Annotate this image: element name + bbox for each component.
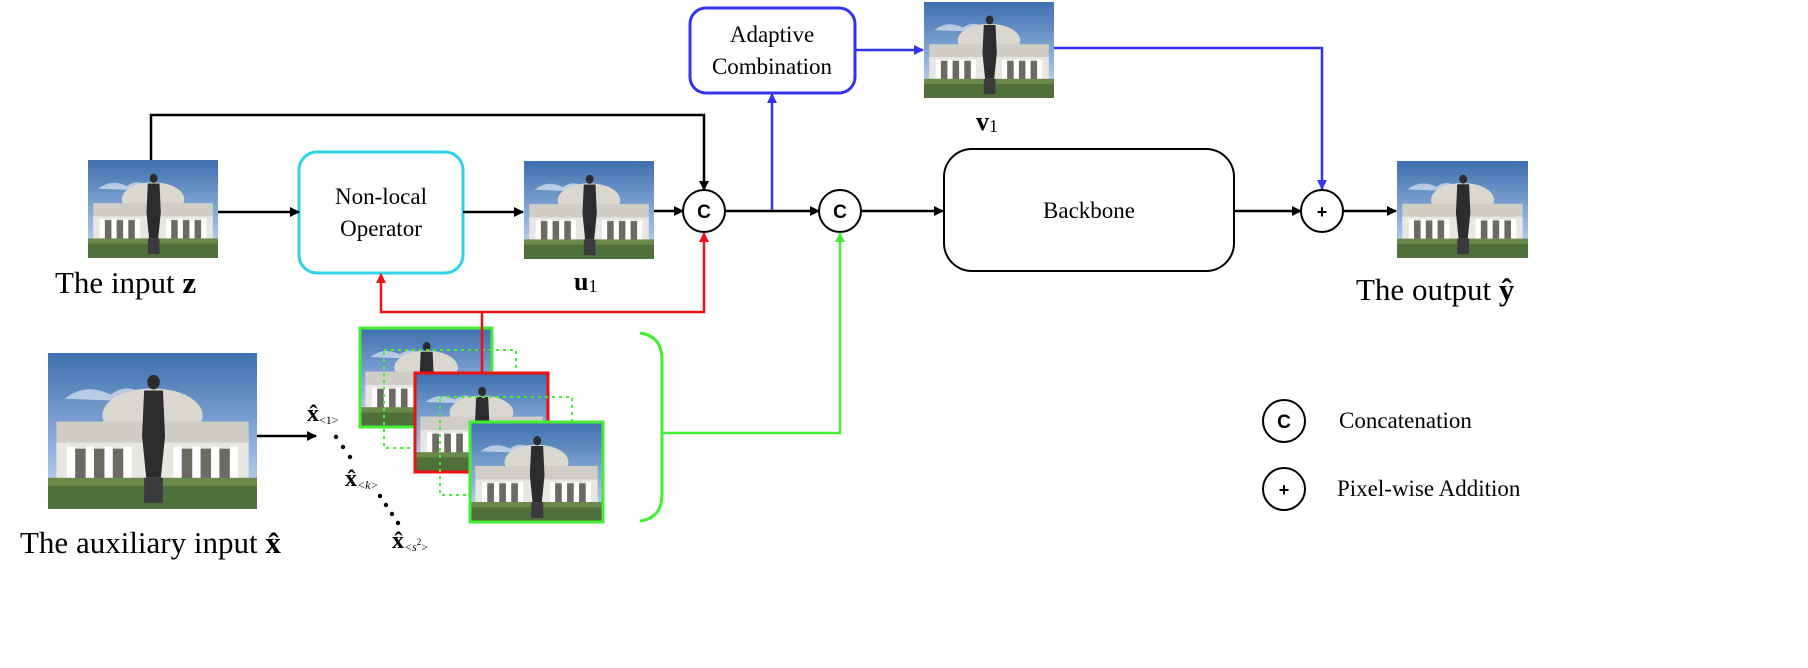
legend-add-symbol bbox=[1262, 467, 1306, 511]
patch-s2-image bbox=[470, 422, 603, 522]
nonlocal-operator-label-1: Non-local bbox=[335, 184, 427, 209]
patch-k-label: x̂<k> bbox=[345, 466, 379, 492]
u1-image bbox=[524, 161, 654, 259]
nonlocal-operator-box bbox=[297, 150, 465, 275]
patch-s2-label: x̂<s2> bbox=[392, 528, 428, 554]
ellipsis-dots-lower bbox=[377, 493, 401, 526]
concat-operator-2-label: C bbox=[833, 202, 847, 223]
legend-concat-symbol bbox=[1262, 399, 1306, 443]
ellipsis-dots-upper bbox=[333, 434, 353, 460]
legend-add-label: Pixel-wise Addition bbox=[1337, 476, 1521, 501]
input-label: The input z bbox=[55, 265, 196, 300]
input-z-image bbox=[88, 160, 218, 258]
output-image bbox=[1397, 161, 1528, 258]
arrow-v1-to-add bbox=[1054, 46, 1327, 190]
patch-stack bbox=[358, 326, 605, 524]
legend-concat-symbol-label: C bbox=[1277, 412, 1291, 433]
v1-label: v1 bbox=[976, 107, 998, 136]
patch-s2-frame bbox=[468, 420, 605, 524]
auxiliary-input-image bbox=[48, 353, 257, 509]
adaptive-combination-label-2: Combination bbox=[712, 54, 833, 79]
legend-concat-label: Concatenation bbox=[1339, 408, 1472, 433]
legend: C Concatenation + Pixel-wise Addition bbox=[1262, 399, 1521, 511]
add-operator-label: + bbox=[1317, 202, 1328, 222]
patch-1-label: x̂<1> bbox=[307, 401, 339, 427]
adaptive-combination-box bbox=[688, 6, 857, 95]
arrow-input-skip-to-concat1 bbox=[149, 113, 709, 191]
legend-add-symbol-label: + bbox=[1279, 480, 1290, 500]
arrow-patch-to-concat1 bbox=[482, 232, 709, 314]
arrow-patches-to-concat2 bbox=[662, 232, 845, 435]
arrow-patch-to-nonlocal bbox=[376, 273, 482, 314]
concat-operator-1-label: C bbox=[697, 202, 711, 223]
patch-group-brace bbox=[639, 331, 664, 523]
output-label: The output ŷ bbox=[1356, 272, 1515, 307]
backbone-label: Backbone bbox=[1043, 198, 1135, 223]
v1-image bbox=[924, 2, 1054, 98]
adaptive-combination-label-1: Adaptive bbox=[730, 22, 814, 47]
auxiliary-input-label: The auxiliary input x̂ bbox=[20, 525, 281, 560]
u1-label: u1 bbox=[574, 267, 597, 296]
nonlocal-operator-label-2: Operator bbox=[340, 216, 422, 241]
